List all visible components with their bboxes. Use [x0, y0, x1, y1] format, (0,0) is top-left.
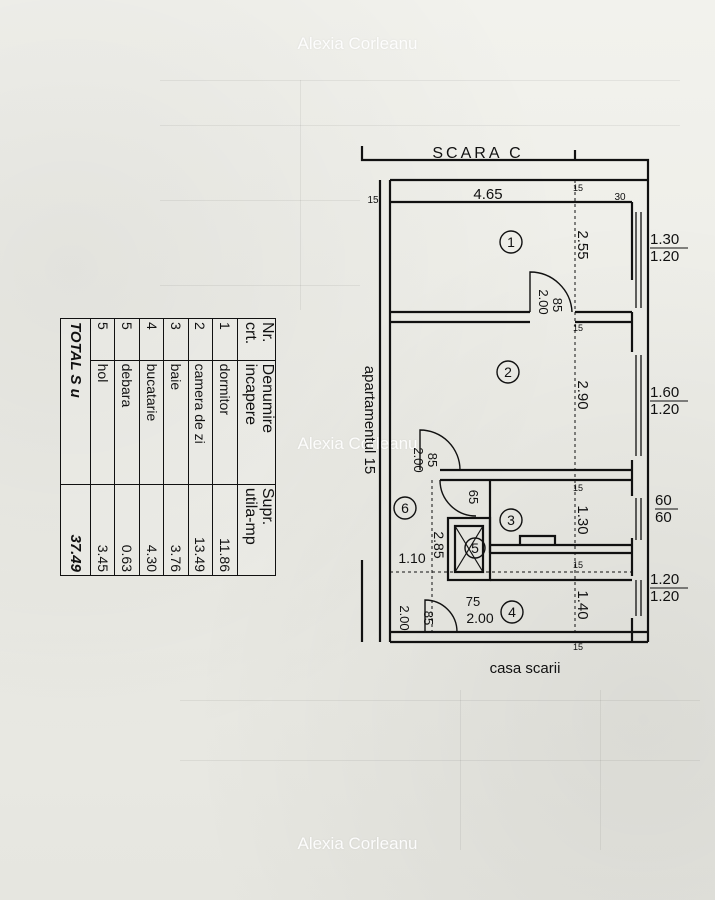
dim-door-85-kitchen: 85 — [421, 611, 436, 625]
win1-top: 1.30 — [650, 231, 679, 248]
dim-width-top: 4.65 — [473, 186, 502, 203]
win1-bottom: 1.20 — [650, 248, 679, 265]
stair-label: SCARA C — [432, 145, 523, 162]
dim-wall-30: 30 — [614, 192, 626, 203]
dim-room4-depth: 1.40 — [574, 590, 591, 619]
dim-door-85-room1: 85 — [550, 298, 565, 312]
wall-mark-15: 15 — [573, 323, 583, 333]
background-line — [160, 80, 680, 81]
watermark-middle: Alexia Corleanu — [297, 434, 418, 453]
background-line — [160, 285, 360, 286]
dim-door-200-kitchen: 2.00 — [466, 610, 493, 626]
background-line — [160, 200, 360, 201]
dim-door-200-room2: 2.00 — [411, 447, 426, 472]
room-number-3: 3 — [507, 512, 515, 528]
debara-cross — [454, 525, 484, 573]
background-line — [180, 700, 700, 701]
background-line — [180, 760, 700, 761]
neighbor-label: apartamentul 15 — [361, 366, 378, 474]
win3-top: 60 — [655, 492, 672, 509]
win2-bottom: 1.20 — [650, 401, 679, 418]
wall-mark-15: 15 — [573, 183, 583, 193]
win4-top: 1.20 — [650, 571, 679, 588]
room-number-5: 5 — [471, 540, 479, 556]
dim-door-65: 65 — [466, 490, 481, 504]
dimension-lines — [390, 180, 632, 632]
dim-hall-width: 1.10 — [398, 550, 425, 566]
win4-bottom: 1.20 — [650, 588, 679, 605]
dim-door-200-hall: 2.00 — [397, 605, 412, 630]
room-markers — [393, 230, 524, 624]
background-line — [300, 80, 301, 310]
stairwell-label: casa scarii — [490, 660, 561, 677]
room-number-4: 4 — [508, 604, 516, 620]
door-swings — [419, 271, 573, 633]
wall-mark-15: 15 — [573, 560, 583, 570]
background-line — [600, 690, 601, 850]
wall-mark-15: 15 — [573, 642, 583, 652]
windows — [635, 212, 642, 616]
background-line — [460, 690, 461, 850]
dim-door-200-room1: 2.00 — [536, 289, 551, 314]
wall-mark-15: 15 — [573, 483, 583, 493]
win2-top: 1.60 — [650, 384, 679, 401]
watermark-top: Alexia Corleanu — [297, 34, 418, 53]
dim-wall-left: 15 — [367, 195, 379, 206]
background-line — [160, 125, 680, 126]
dim-hall-depth: 2.85 — [431, 531, 447, 558]
dim-door-85-room2: 85 — [425, 453, 440, 467]
plan-walls — [360, 146, 650, 644]
room-number-1: 1 — [507, 234, 515, 250]
watermark-bottom: Alexia Corleanu — [297, 834, 418, 853]
room-number-2: 2 — [504, 364, 512, 380]
dim-room3-depth: 1.30 — [574, 505, 591, 534]
window-dimensions: 1.30 1.20 1.60 1.20 60 60 1.20 1.20 — [650, 231, 688, 605]
dim-room2-depth: 2.90 — [574, 380, 591, 409]
dim-room1-depth: 2.55 — [574, 230, 591, 259]
room-number-6: 6 — [401, 500, 409, 516]
room-numbers: 1 2 3 4 5 6 — [401, 234, 516, 620]
dim-door-75: 75 — [466, 594, 480, 609]
win3-bottom: 60 — [655, 509, 672, 526]
wall-thickness-marks: 15 15 15 15 15 — [573, 183, 583, 652]
